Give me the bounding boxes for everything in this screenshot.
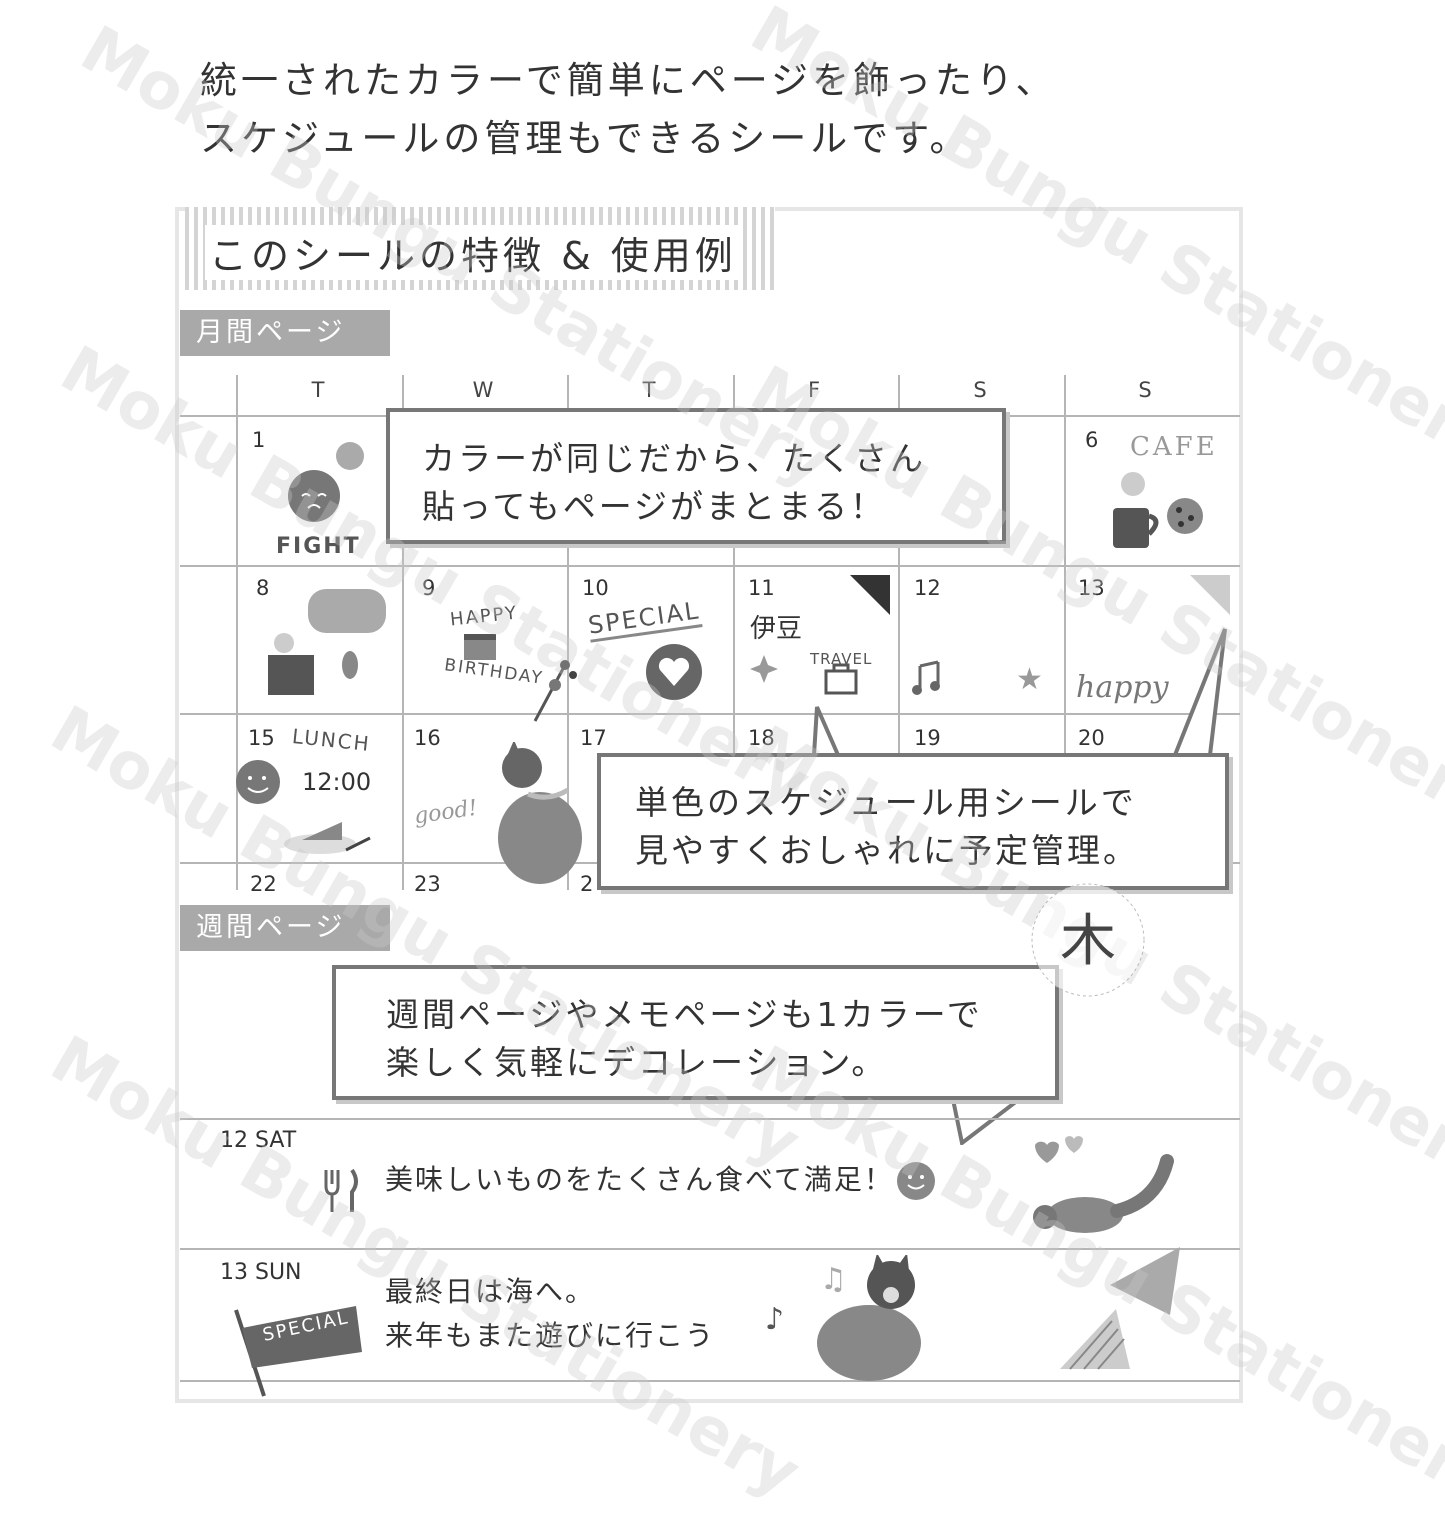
bubble-line: 見やすくおしゃれに予定管理。 [635,831,1139,870]
flower-branch-icon [533,660,577,722]
intro-line-2: スケジュールの管理もできるシールです。 [200,117,971,160]
star-icon: ★ [1016,662,1043,697]
day-number: 6 [1085,428,1099,452]
section-title: このシールの特徴 & 使用例 [205,225,741,280]
day-number: 17 [580,726,607,750]
izu-label: 伊豆 [750,614,803,644]
special-flag-icon [234,1306,362,1397]
weekly-row-text-line: 来年もまた遊びに行こう [385,1319,716,1352]
day-number: 19 [914,726,941,750]
day-number: 1 [252,428,266,452]
day-number: 20 [1078,726,1105,750]
music-notes-icon: ♫ [820,1262,847,1297]
day-number: 11 [748,576,775,600]
weekday-header: S [1138,378,1152,402]
bubble-line: 楽しく気軽にデコレーション。 [386,1043,888,1082]
calendar-vline [1064,375,1066,890]
weekly-hline [180,1118,1240,1120]
day-number: 13 [1078,576,1105,600]
calendar-hline [180,565,1240,567]
weekly-row-text: 美味しいものをたくさん食べて満足！ [385,1163,894,1196]
music-note-icon: ♪ [765,1302,785,1337]
weekly-row-date: 12 SAT [220,1128,297,1153]
day-number: 15 [248,726,275,750]
corner-triangle-marker-light [1190,575,1230,615]
day-number: 22 [250,872,277,896]
weekly-row-text-line: 最終日は海へ。 [385,1275,596,1308]
day-number: 8 [256,576,270,600]
sad-face-bubble-icon [288,442,364,522]
music-note-icon [912,660,940,695]
weekly-page-tag: 週間ページ [180,905,390,951]
intro-line-1: 統一されたカラーで簡単にページを飾ったり、 [200,59,1057,102]
cake-plate-icon [284,822,371,854]
weekly-row-date: 13 SUN [220,1260,302,1285]
weekday-header: F [807,378,821,402]
shiba-dog-sitting-icon [817,1255,921,1381]
travel-sticker: TRAVEL [810,650,873,668]
weekday-header: S [973,378,987,402]
day-number: 9 [422,576,436,600]
weekday-header: T [642,378,656,402]
day-number: 10 [582,576,609,600]
bubble-line: 貼ってもページがまとまる！ [422,487,887,526]
day-number: 18 [748,726,775,750]
fight-sticker: FIGHT [276,534,361,559]
happy-script-sticker: happy [1076,670,1169,705]
svg-text:木: 木 [1060,909,1116,974]
bubble-line: カラーが同じだから、たくさん [422,439,926,478]
calendar-vline [733,375,735,890]
bubble-line: 単色のスケジュール用シールで [635,783,1137,822]
bread-and-coffee-icon [268,589,386,695]
calendar-vline [567,375,569,890]
shiba-dog-icon [498,742,582,884]
squirrel-hearts-icon [1033,1136,1174,1233]
calendar-vline [402,375,404,890]
corner-triangle-marker [850,575,890,615]
day-number: 23 [414,872,441,896]
intro-text: 統一されたカラーで簡単にページを飾ったり、 スケジュールの管理もできるシールです… [200,52,1057,168]
moku-bungu-logo: 木 [1031,883,1145,997]
calendar-vline [236,375,238,890]
weekly-row-text: 最終日は海へ。 来年もまた遊びに行こう [385,1270,715,1358]
weekly-hline [180,1248,1240,1250]
speech-bubble-monthly-bottom: 単色のスケジュール用シールで 見やすくおしゃれに予定管理。 [597,753,1229,890]
pennant-triangles-icon [1060,1247,1180,1370]
lunch-time-sticker: 12:00 [302,768,372,796]
calendar-vline [898,375,900,890]
bubble-line: 週間ページやメモページも1カラーで [386,995,983,1034]
smile-icon [897,1162,935,1200]
cafe-sticker: CAFE [1130,432,1218,462]
cake-icon [464,634,496,660]
latte-art-icon [646,644,702,700]
monthly-page-tag: 月間ページ [180,310,390,356]
speech-bubble-weekly: 週間ページやメモページも1カラーで 楽しく気軽にデコレーション。 [332,965,1059,1100]
travel-bag-icon [750,655,858,695]
coffee-cup-icon [1113,472,1203,548]
smile-bubble-icon [236,760,280,804]
day-number: 2 [580,872,594,896]
day-number: 16 [414,726,441,750]
speech-bubble-monthly-top: カラーが同じだから、たくさん 貼ってもページがまとまる！ [386,408,1006,544]
weekday-header: W [472,378,494,402]
calendar-hline [180,713,1240,715]
fork-knife-icon [324,1168,358,1212]
day-number: 12 [914,576,941,600]
weekly-hline [180,1380,1240,1382]
weekday-header: T [311,378,325,402]
